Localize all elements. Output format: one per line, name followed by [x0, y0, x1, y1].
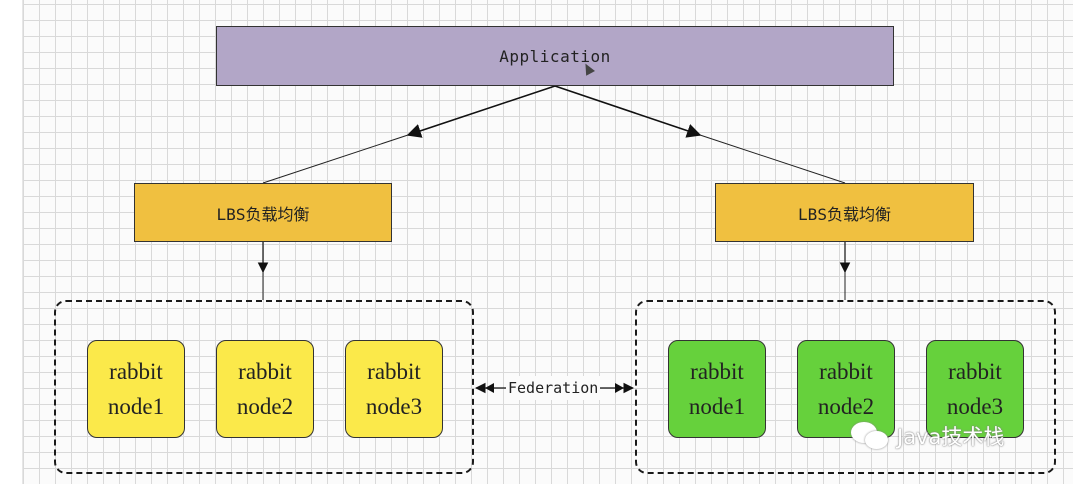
- right-node-2-line2: node2: [817, 394, 875, 419]
- right-node-1-line1: rabbit: [690, 359, 744, 384]
- left-node-2: rabbit node2: [216, 340, 314, 438]
- left-node-3-line1: rabbit: [367, 359, 421, 384]
- left-node-1-line2: node1: [107, 394, 165, 419]
- left-node-1: rabbit node1: [87, 340, 185, 438]
- watermark: Java技术栈: [851, 420, 1004, 452]
- left-node-2-line2: node2: [236, 394, 294, 419]
- right-node-2: rabbit node2: [797, 340, 895, 438]
- application-box: Application: [216, 26, 894, 86]
- left-node-2-line1: rabbit: [238, 359, 292, 384]
- lbs-left-box: LBS负载均衡: [134, 183, 392, 242]
- right-node-1-line2: node1: [688, 394, 746, 419]
- right-node-2-line1: rabbit: [819, 359, 873, 384]
- watermark-text: Java技术栈: [897, 425, 1005, 449]
- wechat-icon: [851, 420, 891, 452]
- right-node-1: rabbit node1: [668, 340, 766, 438]
- left-node-3: rabbit node3: [345, 340, 443, 438]
- cluster-left: [54, 300, 474, 474]
- lbs-right-label: LBS负载均衡: [798, 204, 891, 224]
- right-node-3-line2: node3: [946, 394, 1004, 419]
- lbs-left-label: LBS负载均衡: [216, 204, 310, 224]
- left-node-1-line1: rabbit: [109, 359, 163, 384]
- cluster-right: [635, 300, 1056, 474]
- left-node-3-line2: node3: [365, 394, 423, 419]
- federation-label: Federation: [506, 376, 601, 400]
- right-node-3-line1: rabbit: [948, 359, 1002, 384]
- lbs-right-box: LBS负载均衡: [715, 183, 974, 242]
- right-node-3: rabbit node3: [926, 340, 1024, 438]
- application-label: Application: [499, 46, 611, 66]
